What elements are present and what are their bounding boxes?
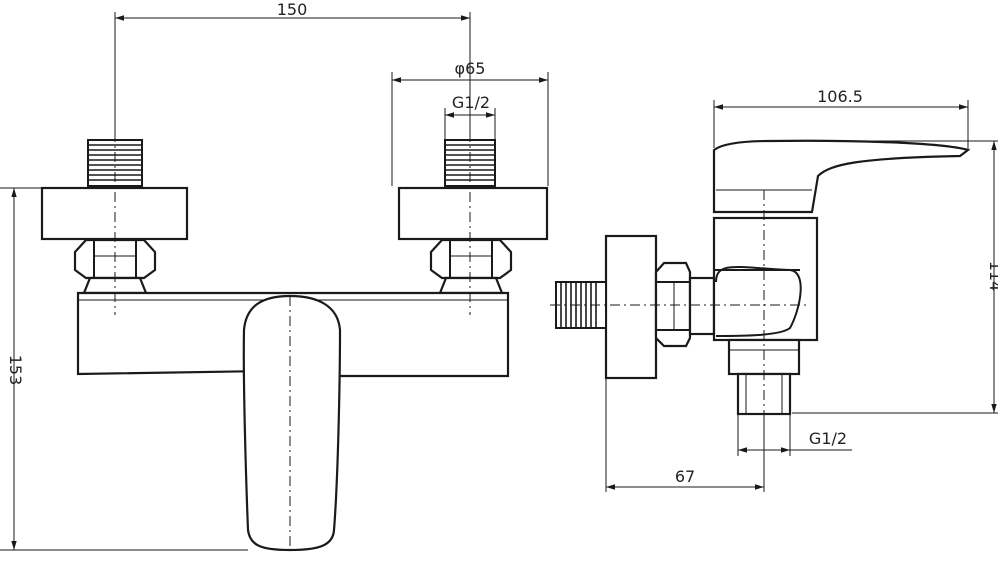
dim-inlet-thread: G1/2 [444,93,496,140]
dim-inlet-thread-label: G1/2 [452,93,490,112]
side-body [712,216,819,342]
dim-flange-diameter-label: φ65 [455,59,486,78]
dim-center-distance: 150 [114,0,471,132]
dim-outlet-thread: G1/2 [737,414,852,456]
side-connector [688,276,716,336]
dim-wall-offset: 67 [605,378,765,492]
lever-handle [242,294,342,552]
dim-side-height-label: 114 [986,261,998,292]
dim-flange-diameter: φ65 [391,59,549,186]
side-wall-flange [604,234,658,380]
dim-side-height: 114 [792,140,998,414]
side-view: 106.5 114 G1/2 67 [550,87,998,492]
front-view: 150 φ65 G1/2 153 [0,0,549,552]
dim-lever-reach: 106.5 [713,87,969,150]
dim-total-height: 153 [0,187,248,551]
dim-outlet-thread-label: G1/2 [809,429,847,448]
dim-wall-offset-label: 67 [675,467,695,486]
right-nut [429,238,513,280]
side-lever [712,139,971,214]
right-wall-flange [397,186,549,241]
dim-lever-reach-label: 106.5 [817,87,863,106]
right-connector [438,276,504,295]
dim-total-height-label: 153 [6,355,25,386]
dim-center-distance-label: 150 [277,0,308,19]
